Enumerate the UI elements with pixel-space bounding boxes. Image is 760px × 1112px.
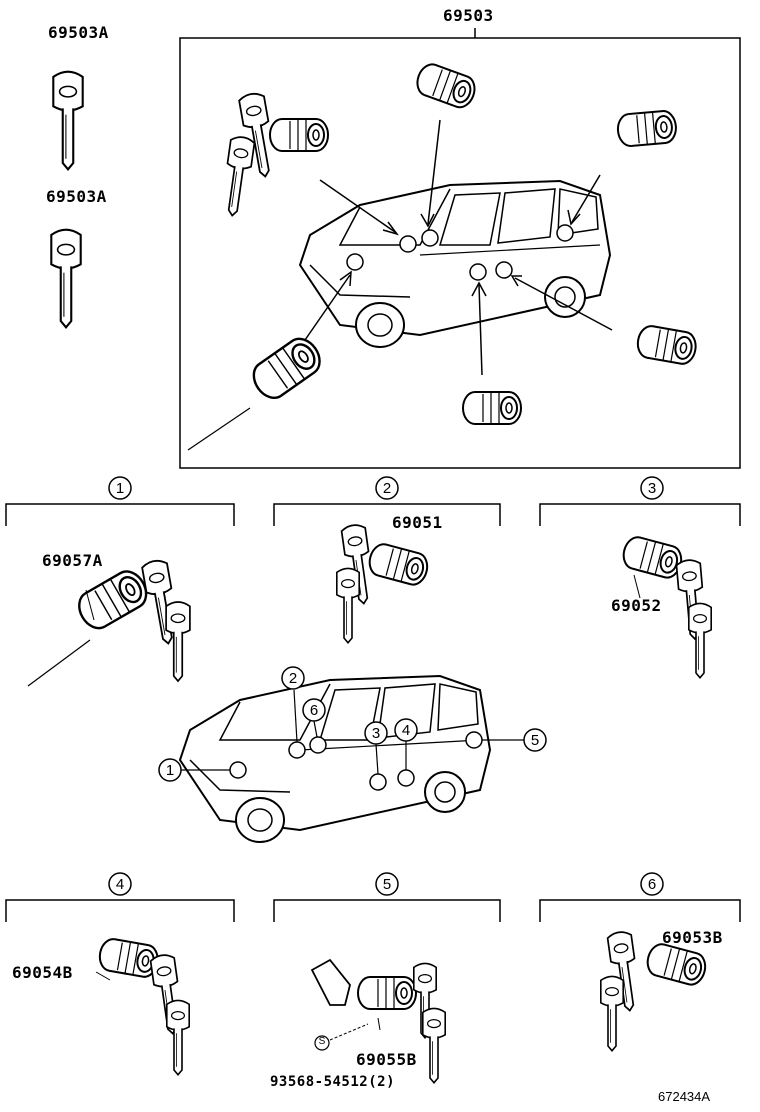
key-icon-s6-2 — [599, 975, 625, 1052]
lock-cylinder-icon-s4 — [96, 936, 162, 980]
section-number-4: 4 — [115, 876, 125, 893]
part-69052: 69052 — [611, 596, 662, 615]
callout-leaders — [180, 689, 524, 775]
section-brackets — [5, 503, 741, 922]
section-circles — [108, 476, 664, 896]
key-part-number-1: 69503A — [48, 23, 109, 42]
lock-cylinder-icon-box-5 — [462, 391, 522, 425]
part-69055B: 69055B — [356, 1050, 417, 1069]
key-icon-s3-2 — [687, 602, 713, 679]
key-icon-s5-2 — [421, 1007, 447, 1084]
part-69057A: 69057A — [42, 551, 103, 570]
assembly-part-number: 69503 — [443, 6, 494, 25]
lock-cylinder-icon-box-2 — [412, 59, 480, 112]
lock-cylinder-icon-s1 — [71, 564, 154, 636]
lock-cylinder-icon-box-4 — [245, 331, 328, 406]
van-icon-main — [179, 675, 491, 843]
key-part-number-2: 69503A — [46, 187, 107, 206]
section-number-1: 1 — [115, 480, 125, 497]
bolt-part-number: 93568-54512(2) — [270, 1074, 396, 1090]
van-callout-1: 1 — [165, 762, 175, 779]
lock-cylinder-icon-s2 — [365, 540, 432, 589]
van-callout-2: 2 — [288, 670, 298, 687]
van-callout-4: 4 — [401, 722, 411, 739]
lock-cylinder-icon-box-1 — [269, 118, 329, 152]
section-number-6: 6 — [647, 876, 657, 893]
van-callout-3: 3 — [371, 725, 381, 742]
lock-cylinder-icon-s5 — [357, 976, 417, 1010]
section-number-5: 5 — [382, 876, 392, 893]
part-69051: 69051 — [392, 513, 443, 532]
key-icon-top-2 — [50, 228, 82, 329]
part-69053B: 69053B — [662, 928, 723, 947]
catalog-number: 672434A — [658, 1089, 711, 1104]
bolt-symbol: S — [318, 1036, 326, 1047]
key-icon-s2-2 — [335, 567, 361, 644]
van-callout-6: 6 — [309, 702, 319, 719]
part-69054B: 69054B — [12, 963, 73, 982]
lock-cylinder-icon-box-3 — [615, 109, 679, 148]
lock-cylinder-icon-box-6 — [634, 323, 700, 367]
arrow-icon-group — [304, 119, 613, 376]
key-icon-s4-2 — [166, 999, 190, 1076]
lock-cylinder-icon-s3 — [619, 533, 686, 582]
section-number-3: 3 — [647, 480, 657, 497]
callout-circles — [158, 666, 547, 782]
key-icon-top-1 — [52, 70, 84, 171]
assembly-box — [179, 37, 741, 469]
lock-cylinder-icon-s6 — [643, 940, 710, 989]
van-callout-5: 5 — [530, 732, 540, 749]
section-number-2: 2 — [382, 480, 392, 497]
key-icon-box-2 — [219, 134, 256, 219]
